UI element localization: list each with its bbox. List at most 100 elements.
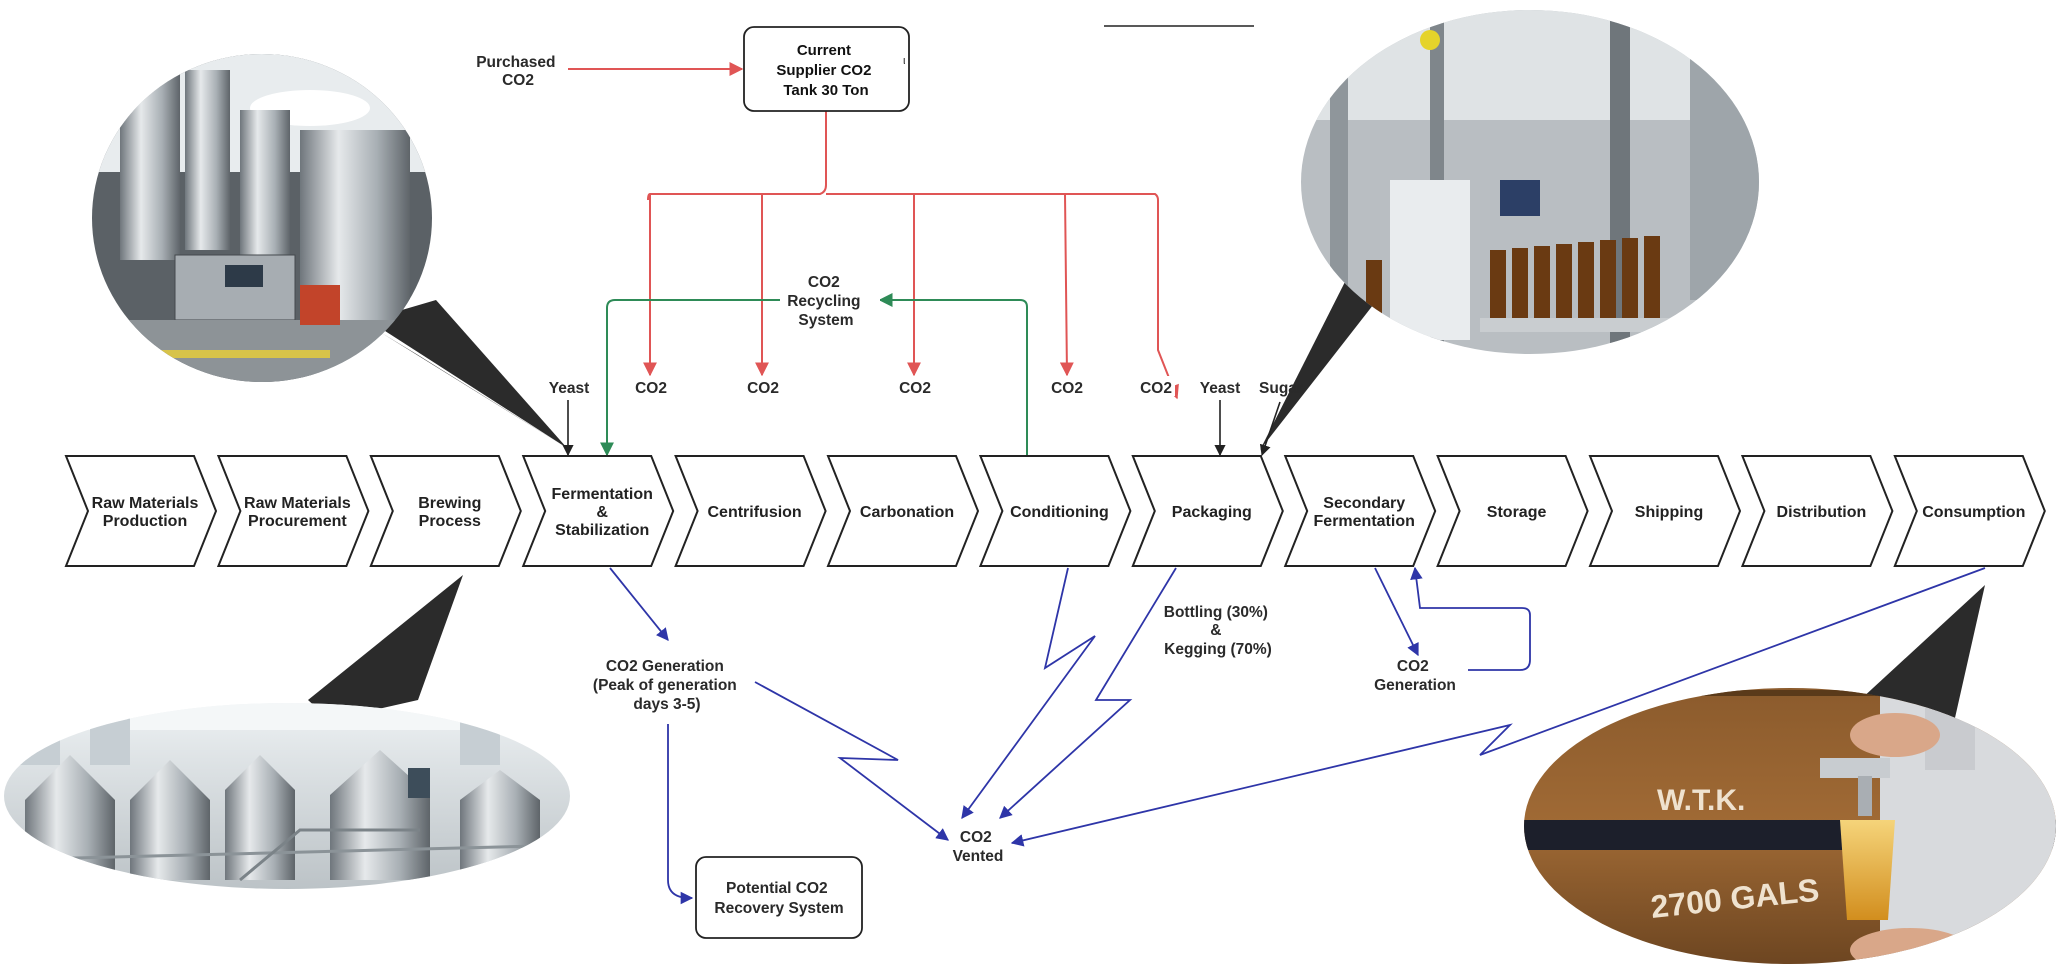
process-step-12: Consumption (1893, 455, 2046, 567)
gen-main-line-2: (Peak of generation (593, 677, 737, 694)
bottling-kegging-label: Bottling (30%) & Kegging (70%) (1164, 604, 1273, 658)
process-chevron (521, 455, 675, 567)
purchased-line-1: Purchased (476, 54, 555, 71)
arrow-consumption-vented (1010, 567, 1986, 847)
process-step-label: Carbonation (860, 504, 954, 521)
arrow-co2-packaging (1065, 193, 1179, 400)
process-step-label: Conditioning (1010, 504, 1109, 521)
process-step-line: Process (419, 513, 481, 530)
process-step-line: Brewing (418, 495, 481, 512)
process-step-line: Conditioning (1010, 504, 1109, 521)
vented-line-2: Vented (953, 848, 1004, 865)
label-sugar-packaging: Sugar (1259, 380, 1303, 397)
process-step-line: Shipping (1635, 504, 1703, 521)
co2-generation-secondary-label: CO2 Generation (1374, 658, 1456, 694)
recovery-box-text: Potential CO2 Recovery System (714, 880, 843, 917)
process-step-3: Fermentation&Stabilization (521, 455, 675, 567)
recycling-line-3: System (798, 312, 853, 329)
process-step-line: Centrifusion (707, 504, 801, 521)
process-step-6: Conditioning (978, 455, 1132, 567)
gen-main-line-3: days 3-5) (633, 696, 700, 713)
process-step-line: Consumption (1922, 504, 2025, 521)
process-step-line: Production (103, 513, 187, 530)
photo-brewhouse (4, 575, 570, 889)
process-step-label: Shipping (1635, 504, 1703, 521)
process-step-10: Shipping (1588, 455, 1742, 567)
input-labels: Yeast CO2 CO2 CO2 CO2 CO2 Yeast Sugar (549, 376, 1303, 397)
purchased-line-2: CO2 (502, 72, 534, 89)
supplier-box-text: Current Supplier CO2 Tank 30 Ton (776, 42, 875, 99)
process-step-label: Packaging (1172, 504, 1252, 521)
recycling-line-1: CO2 (808, 274, 840, 291)
process-step-7: Packaging (1131, 455, 1284, 567)
barrel-label-1: W.T.K. (1657, 784, 1745, 817)
gen-sec-line-2: Generation (1374, 677, 1456, 694)
label-yeast-packaging: Yeast (1200, 380, 1241, 397)
process-chevron (1588, 455, 1742, 567)
process-chevron (369, 455, 522, 567)
svg-text:ι: ι (903, 55, 906, 67)
process-step-9: Storage (1436, 455, 1589, 567)
label-co2-packaging: CO2 (1140, 380, 1172, 397)
arrow-generation-recovery (667, 724, 694, 905)
arrow-sugar-packaging (1259, 401, 1281, 457)
process-chevron (1131, 455, 1284, 567)
label-co2-fermentation: CO2 (635, 380, 667, 397)
recovery-line-2: Recovery System (714, 900, 843, 917)
process-step-line: Distribution (1777, 504, 1867, 521)
supplier-line-1: Current (797, 42, 851, 59)
arrow-generation-loop-back (1410, 566, 1531, 671)
process-step-line: Secondary (1323, 495, 1405, 512)
connectors (562, 62, 1986, 905)
process-step-label: Consumption (1922, 504, 2025, 521)
process-step-line: Storage (1487, 504, 1547, 521)
arrow-generation-vented (754, 681, 950, 841)
process-chevron (1893, 455, 2046, 567)
process-step-4: Centrifusion (674, 455, 827, 567)
process-step-line: & (596, 504, 608, 521)
process-step-label: Fermentation&Stabilization (552, 486, 653, 539)
process-step-line: Stabilization (555, 522, 649, 539)
process-step-11: Distribution (1740, 455, 1894, 567)
process-step-line: Raw Materials (244, 495, 351, 512)
bottling-line-3: Kegging (70%) (1164, 641, 1272, 658)
photo-fermentation-tanks (92, 54, 567, 448)
process-chevron (216, 455, 370, 567)
photo-barrel-pour: W.T.K. 2700 GALS (1524, 585, 2056, 964)
recycling-line-2: Recycling (787, 293, 860, 310)
vented-line-1: CO2 (960, 829, 992, 846)
process-step-line: Raw Materials (92, 495, 199, 512)
co2-generation-main-label: CO2 Generation (Peak of generation days … (593, 658, 741, 713)
line-supplier-trunk (647, 111, 827, 201)
gen-sec-line-1: CO2 (1397, 658, 1429, 675)
process-chevron (978, 455, 1132, 567)
recovery-box: Potential CO2 Recovery System (695, 856, 863, 939)
process-chevron (1283, 455, 1437, 567)
arrow-fermentation-generation (609, 567, 669, 641)
label-co2-carbonation: CO2 (899, 380, 931, 397)
gen-main-line-1: CO2 Generation (606, 658, 724, 675)
process-chevron (1436, 455, 1589, 567)
process-step-label: Distribution (1777, 504, 1867, 521)
process-chevron (674, 455, 827, 567)
process-chevron (1740, 455, 1894, 567)
co2-vented-label: CO2 Vented (953, 829, 1004, 865)
process-step-line: Procurement (248, 513, 347, 530)
arrow-packaging-vented (999, 567, 1177, 819)
process-step-5: Carbonation (826, 455, 980, 567)
line-recycle-from-conditioning (878, 293, 1028, 455)
bottling-line-1: Bottling (30%) (1164, 604, 1268, 621)
process-step-line: Fermentation (1314, 513, 1415, 530)
arrow-secondary-generation (1374, 567, 1419, 657)
purchased-co2-label: Purchased CO2 (476, 54, 560, 89)
